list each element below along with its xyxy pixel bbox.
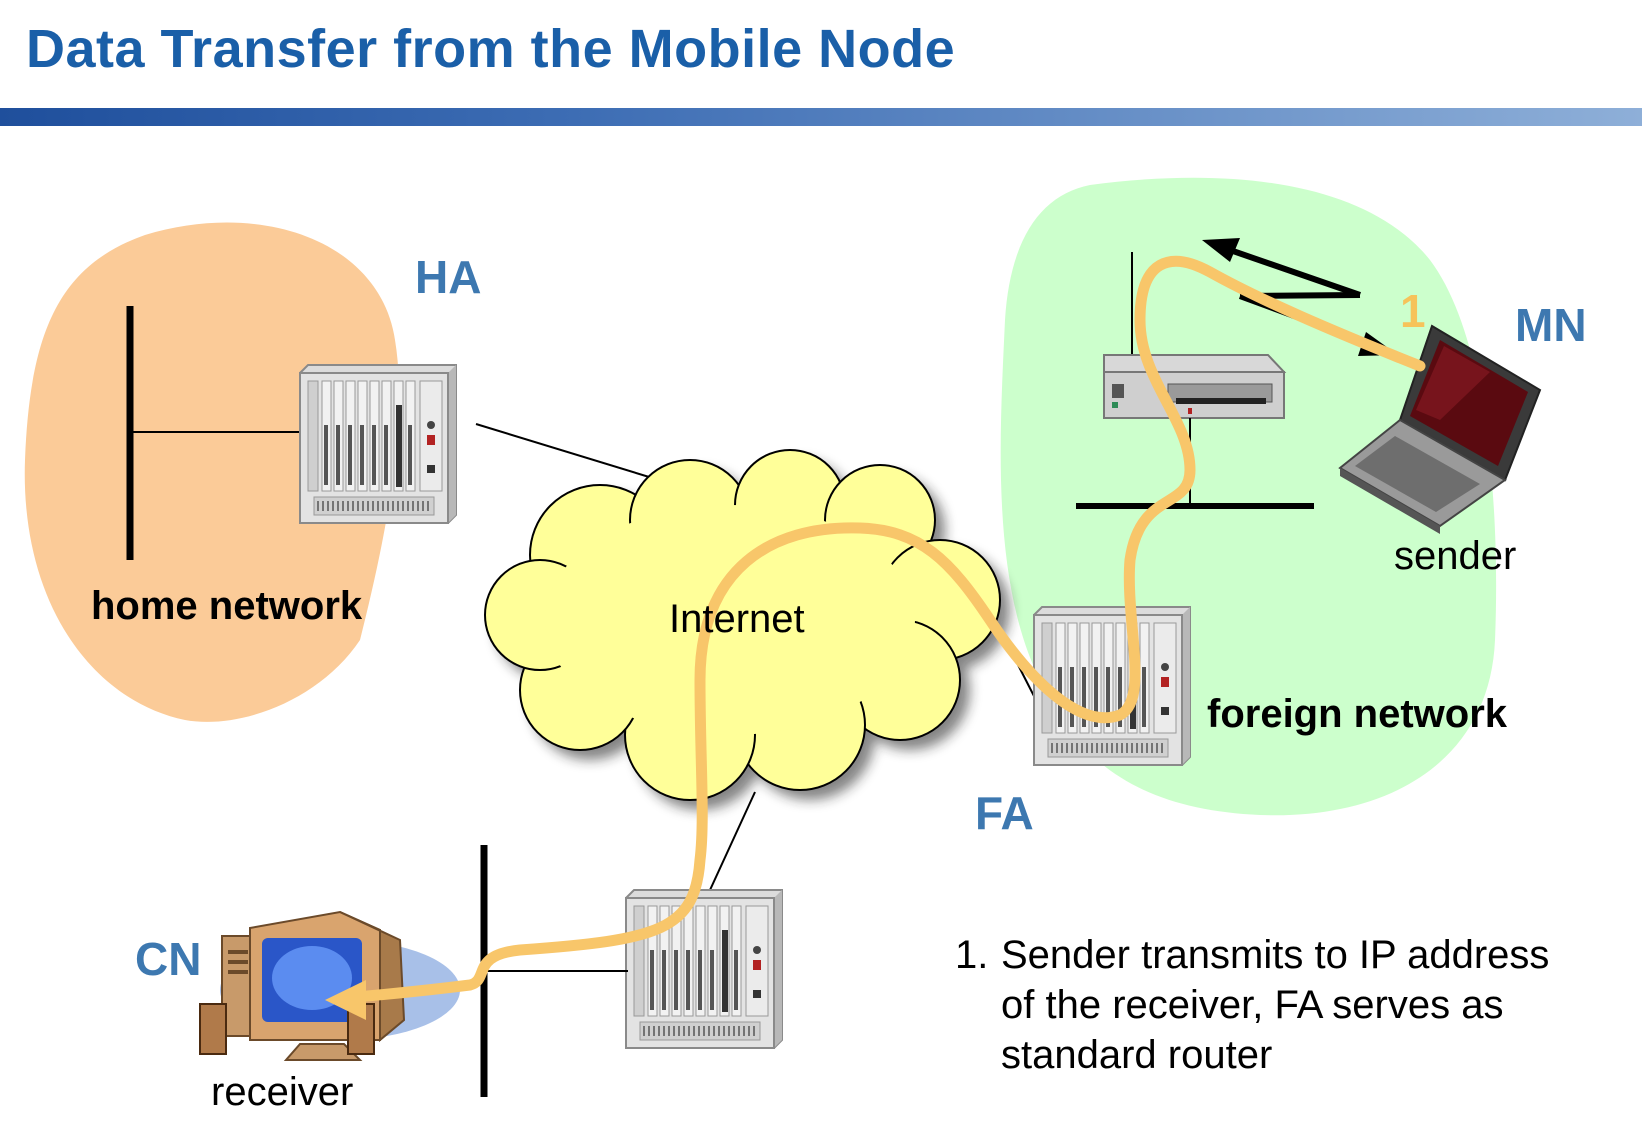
page-title: Data Transfer from the Mobile Node xyxy=(26,19,956,79)
mn-label: MN xyxy=(1515,299,1587,351)
data-path xyxy=(339,255,1426,1004)
cn-router-rack-icon xyxy=(625,889,783,1049)
step-description-line-1: Sender transmits to IP address xyxy=(1001,933,1550,977)
fa-router-rack-icon xyxy=(1033,606,1191,766)
step-description-line-2: of the receiver, FA serves as xyxy=(1001,983,1504,1027)
cn-label: CN xyxy=(135,933,202,985)
step-number-label: 1 xyxy=(1400,285,1426,337)
access-point-icon xyxy=(1103,354,1287,419)
data-path-arrowhead xyxy=(325,980,366,1020)
fa-label: FA xyxy=(975,787,1034,839)
ha-router-rack-icon xyxy=(299,364,457,524)
internet-to-cn-router-link xyxy=(709,791,756,891)
home-network-region xyxy=(24,222,400,722)
title-underline-bar xyxy=(0,108,1642,126)
receiver-label: receiver xyxy=(211,1070,354,1114)
mn-laptop-icon xyxy=(1338,324,1542,534)
ha-label: HA xyxy=(415,251,482,303)
step-description-line-3: standard router xyxy=(1001,1033,1273,1077)
foreign-network-label: foreign network xyxy=(1207,692,1508,736)
step-description-number: 1. xyxy=(955,933,989,977)
internet-label: Internet xyxy=(669,597,805,641)
step-description: 1. Sender transmits to IP address of the… xyxy=(955,930,1549,1080)
ha-to-internet-link xyxy=(475,423,673,485)
sender-label: sender xyxy=(1394,534,1517,578)
home-network-label: home network xyxy=(91,584,363,628)
